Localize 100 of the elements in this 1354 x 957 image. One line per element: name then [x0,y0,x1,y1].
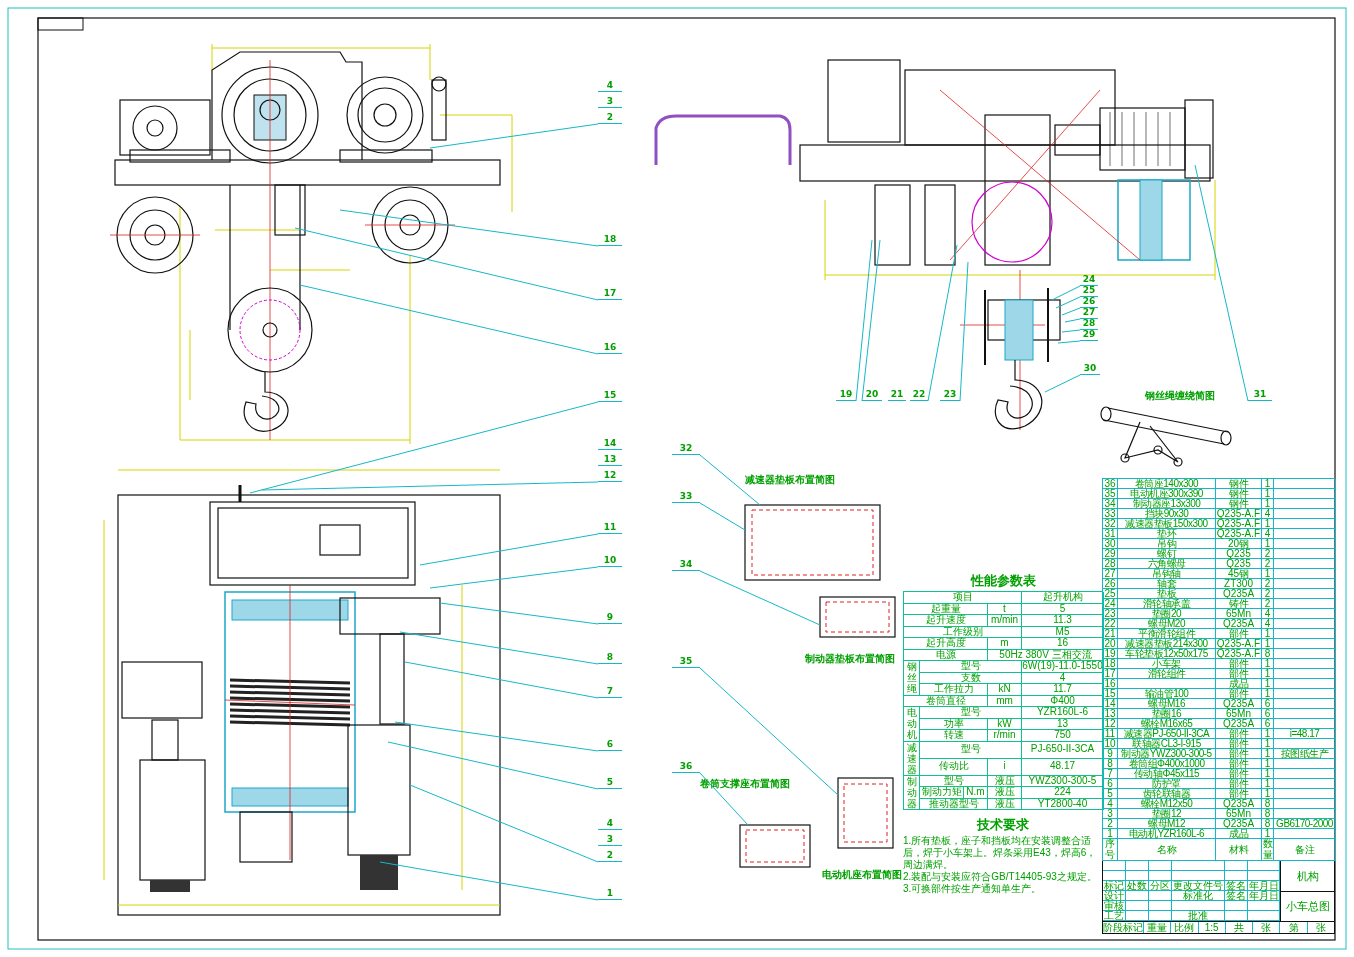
table-cell: 更改文件号 [1172,881,1225,891]
callout-number: 36 [672,763,700,773]
table-cell: 4 [1262,619,1274,629]
table-cell: Q235 [1216,549,1262,559]
table-cell: 34 [1103,499,1118,509]
table-cell: YT2800-40 [1022,798,1104,810]
table-cell: 1 [1262,769,1274,779]
table-cell: 滑轮轴承盖 [1118,599,1216,609]
table-cell: 滑轮组件 [1118,669,1216,679]
table-cell: Q235A [1216,799,1262,809]
table-cell: 1 [1262,639,1274,649]
table-cell: 小车架 [1118,659,1216,669]
table-cell: Q235-A.F [1216,519,1262,529]
leader-line [1064,318,1081,323]
table-cell: 1 [1262,829,1274,839]
table-cell: 减速器PJ-650-II-3CA [1118,729,1216,739]
table-cell: 减速器垫板214x300 [1118,639,1216,649]
callout-number: 29 [1080,331,1098,341]
table-cell: 6 [1103,779,1118,789]
table-cell: 8 [1262,819,1274,829]
callout-number: 2 [598,114,622,124]
table-cell: 65Mn [1216,709,1262,719]
table-cell: 数量 [1262,839,1274,861]
table-cell: 阶段标记 [1103,922,1144,933]
table-cell: kW [988,718,1022,730]
table-cell: Q235A [1216,589,1262,599]
table-cell: 1 [1262,669,1274,679]
callout-number: 15 [598,392,622,402]
callout-number: 9 [598,614,622,624]
leader-line [294,227,599,301]
table-cell: 11.7 [1022,684,1104,696]
table-cell: 推动器型号 [920,798,988,810]
table-cell: 审核 [1103,901,1126,911]
table-cell: i=48.17 [1274,729,1336,739]
table-cell: 19 [1103,649,1118,659]
table-cell: 型号 [920,775,988,787]
table-cell: 工作拉力 [920,684,988,696]
callout-number: 14 [598,440,622,450]
table-cell: 起升机构 [1022,592,1104,604]
table-cell: 传动比 [920,758,988,776]
callout-number: 34 [672,561,700,571]
table-cell: 1 [1262,759,1274,769]
table-cell: 部件 [1216,689,1262,699]
table-cell: 4 [1262,529,1274,539]
table-cell: 序号 [1103,839,1118,861]
leader-line [1057,340,1081,344]
table-cell: 33 [1103,509,1118,519]
reducer-pad-layout-drawing [744,504,881,581]
table-cell: 5 [1022,603,1104,615]
table-cell: 30 [1103,539,1118,549]
table-cell: 65Mn [1216,609,1262,619]
table-cell: 成品 [1216,829,1262,839]
table-cell: 按图纸生产 [1274,749,1336,759]
table-cell: 部件 [1216,789,1262,799]
leader-line [699,502,746,531]
note-text: 3.可换部件按生产通知单生产。 [903,883,1043,895]
callout-number: 8 [598,654,622,664]
callout-number: 11 [598,524,622,534]
table-cell: 共 [1225,922,1254,933]
table-cell: 16 [1103,679,1118,689]
leader-line [1051,285,1081,301]
table-cell: 1 [1262,779,1274,789]
leader-line [861,239,881,402]
table-cell: 车轮垫板12x50x175 [1118,649,1216,659]
leader-line [699,667,839,796]
table-cell: 起升速度 [904,615,988,627]
table-cell: 螺钉 [1118,549,1216,559]
table-cell: 年月日 [1248,881,1280,891]
table-cell: 6W(19)-11.0-1550 [1022,661,1104,673]
table-cell: 平衡滑轮组件 [1118,629,1216,639]
table-cell: 9 [1103,749,1118,759]
table-cell: kN [988,684,1022,696]
leader-line [1061,307,1081,316]
view-title: 减速器垫板布置简图 [745,475,835,485]
table-cell: 机构 [1281,861,1334,892]
table-cell: 垫环 [1118,529,1216,539]
table-cell: 联轴器CL3-I-915 [1118,739,1216,749]
table-cell: 224 [1022,787,1104,799]
table-cell: 液压 [988,798,1022,810]
table-cell: 垫圈12 [1118,809,1216,819]
table-cell: 48.17 [1022,758,1104,776]
table-cell-text: 小车总图 [1284,899,1331,914]
table-cell: 5 [1103,789,1118,799]
leader-line [419,533,599,566]
table-cell: 型号 [920,707,1022,719]
table-cell: 螺母M12 [1118,819,1216,829]
leader-line [387,741,599,790]
table-cell: 设计 [1103,891,1126,901]
table-cell: M5 [1022,626,1104,638]
table-cell: 12 [1103,719,1118,729]
callout-number: 22 [910,391,928,401]
table-cell: 1 [1262,519,1274,529]
callout-number: 25 [1080,287,1098,297]
callout-number: 21 [888,391,906,401]
table-cell: 1 [1103,829,1118,839]
callout-number: 32 [672,445,700,455]
callout-number: 10 [598,557,622,567]
note-text: 1.所有垫板，座子和挡板均在安装调整合适后，焊于小车架上。焊条采用E43，焊高6，周边满焊。 [903,835,1098,871]
leader-line [927,244,958,402]
table-cell: 31 [1103,529,1118,539]
